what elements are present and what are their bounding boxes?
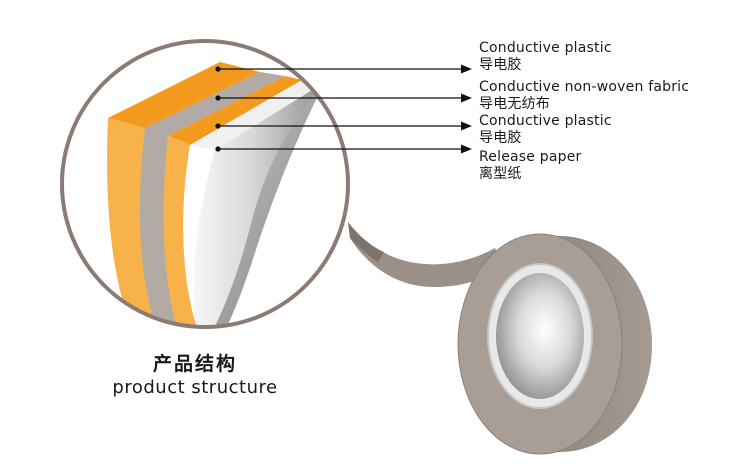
conductive-plastic-layer-1 xyxy=(107,118,160,327)
layer-label-3: Conductive plastic 导电胶 xyxy=(479,113,612,147)
leader-line-2 xyxy=(215,93,472,103)
layer-label-1: Conductive plastic 导电胶 xyxy=(479,40,612,74)
layer-label-1-en: Conductive plastic xyxy=(479,40,612,56)
layer-label-2-zh: 导电无纺布 xyxy=(479,96,550,112)
leader-lines xyxy=(215,64,472,154)
conductive-fabric-layer xyxy=(137,125,180,327)
diagram-caption: 产品结构 product structure xyxy=(100,352,290,400)
leader-line-1 xyxy=(215,64,472,74)
layer-label-4-zh: 离型纸 xyxy=(479,166,522,182)
layer-label-3-en: Conductive plastic xyxy=(479,113,612,129)
tape-roll-hole xyxy=(496,273,584,399)
layer-label-1-zh: 导电胶 xyxy=(479,57,522,73)
tape-strip xyxy=(348,222,505,288)
layer-label-2-en: Conductive non-woven fabric xyxy=(479,79,690,95)
release-paper-layer xyxy=(193,82,325,327)
conductive-plastic-layer-2 xyxy=(161,135,200,327)
layer-label-4: Release paper 离型纸 xyxy=(479,149,581,183)
leader-line-4 xyxy=(215,144,472,154)
caption-en: product structure xyxy=(112,377,278,398)
caption-zh: 产品结构 xyxy=(152,353,237,375)
tape-strip-edge xyxy=(348,222,384,262)
layer-label-2: Conductive non-woven fabric 导电无纺布 xyxy=(479,79,689,113)
tape-roll xyxy=(457,233,652,455)
layer-label-3-zh: 导电胶 xyxy=(479,130,522,146)
layer-label-4-en: Release paper xyxy=(479,149,582,165)
leader-line-3 xyxy=(215,121,472,131)
